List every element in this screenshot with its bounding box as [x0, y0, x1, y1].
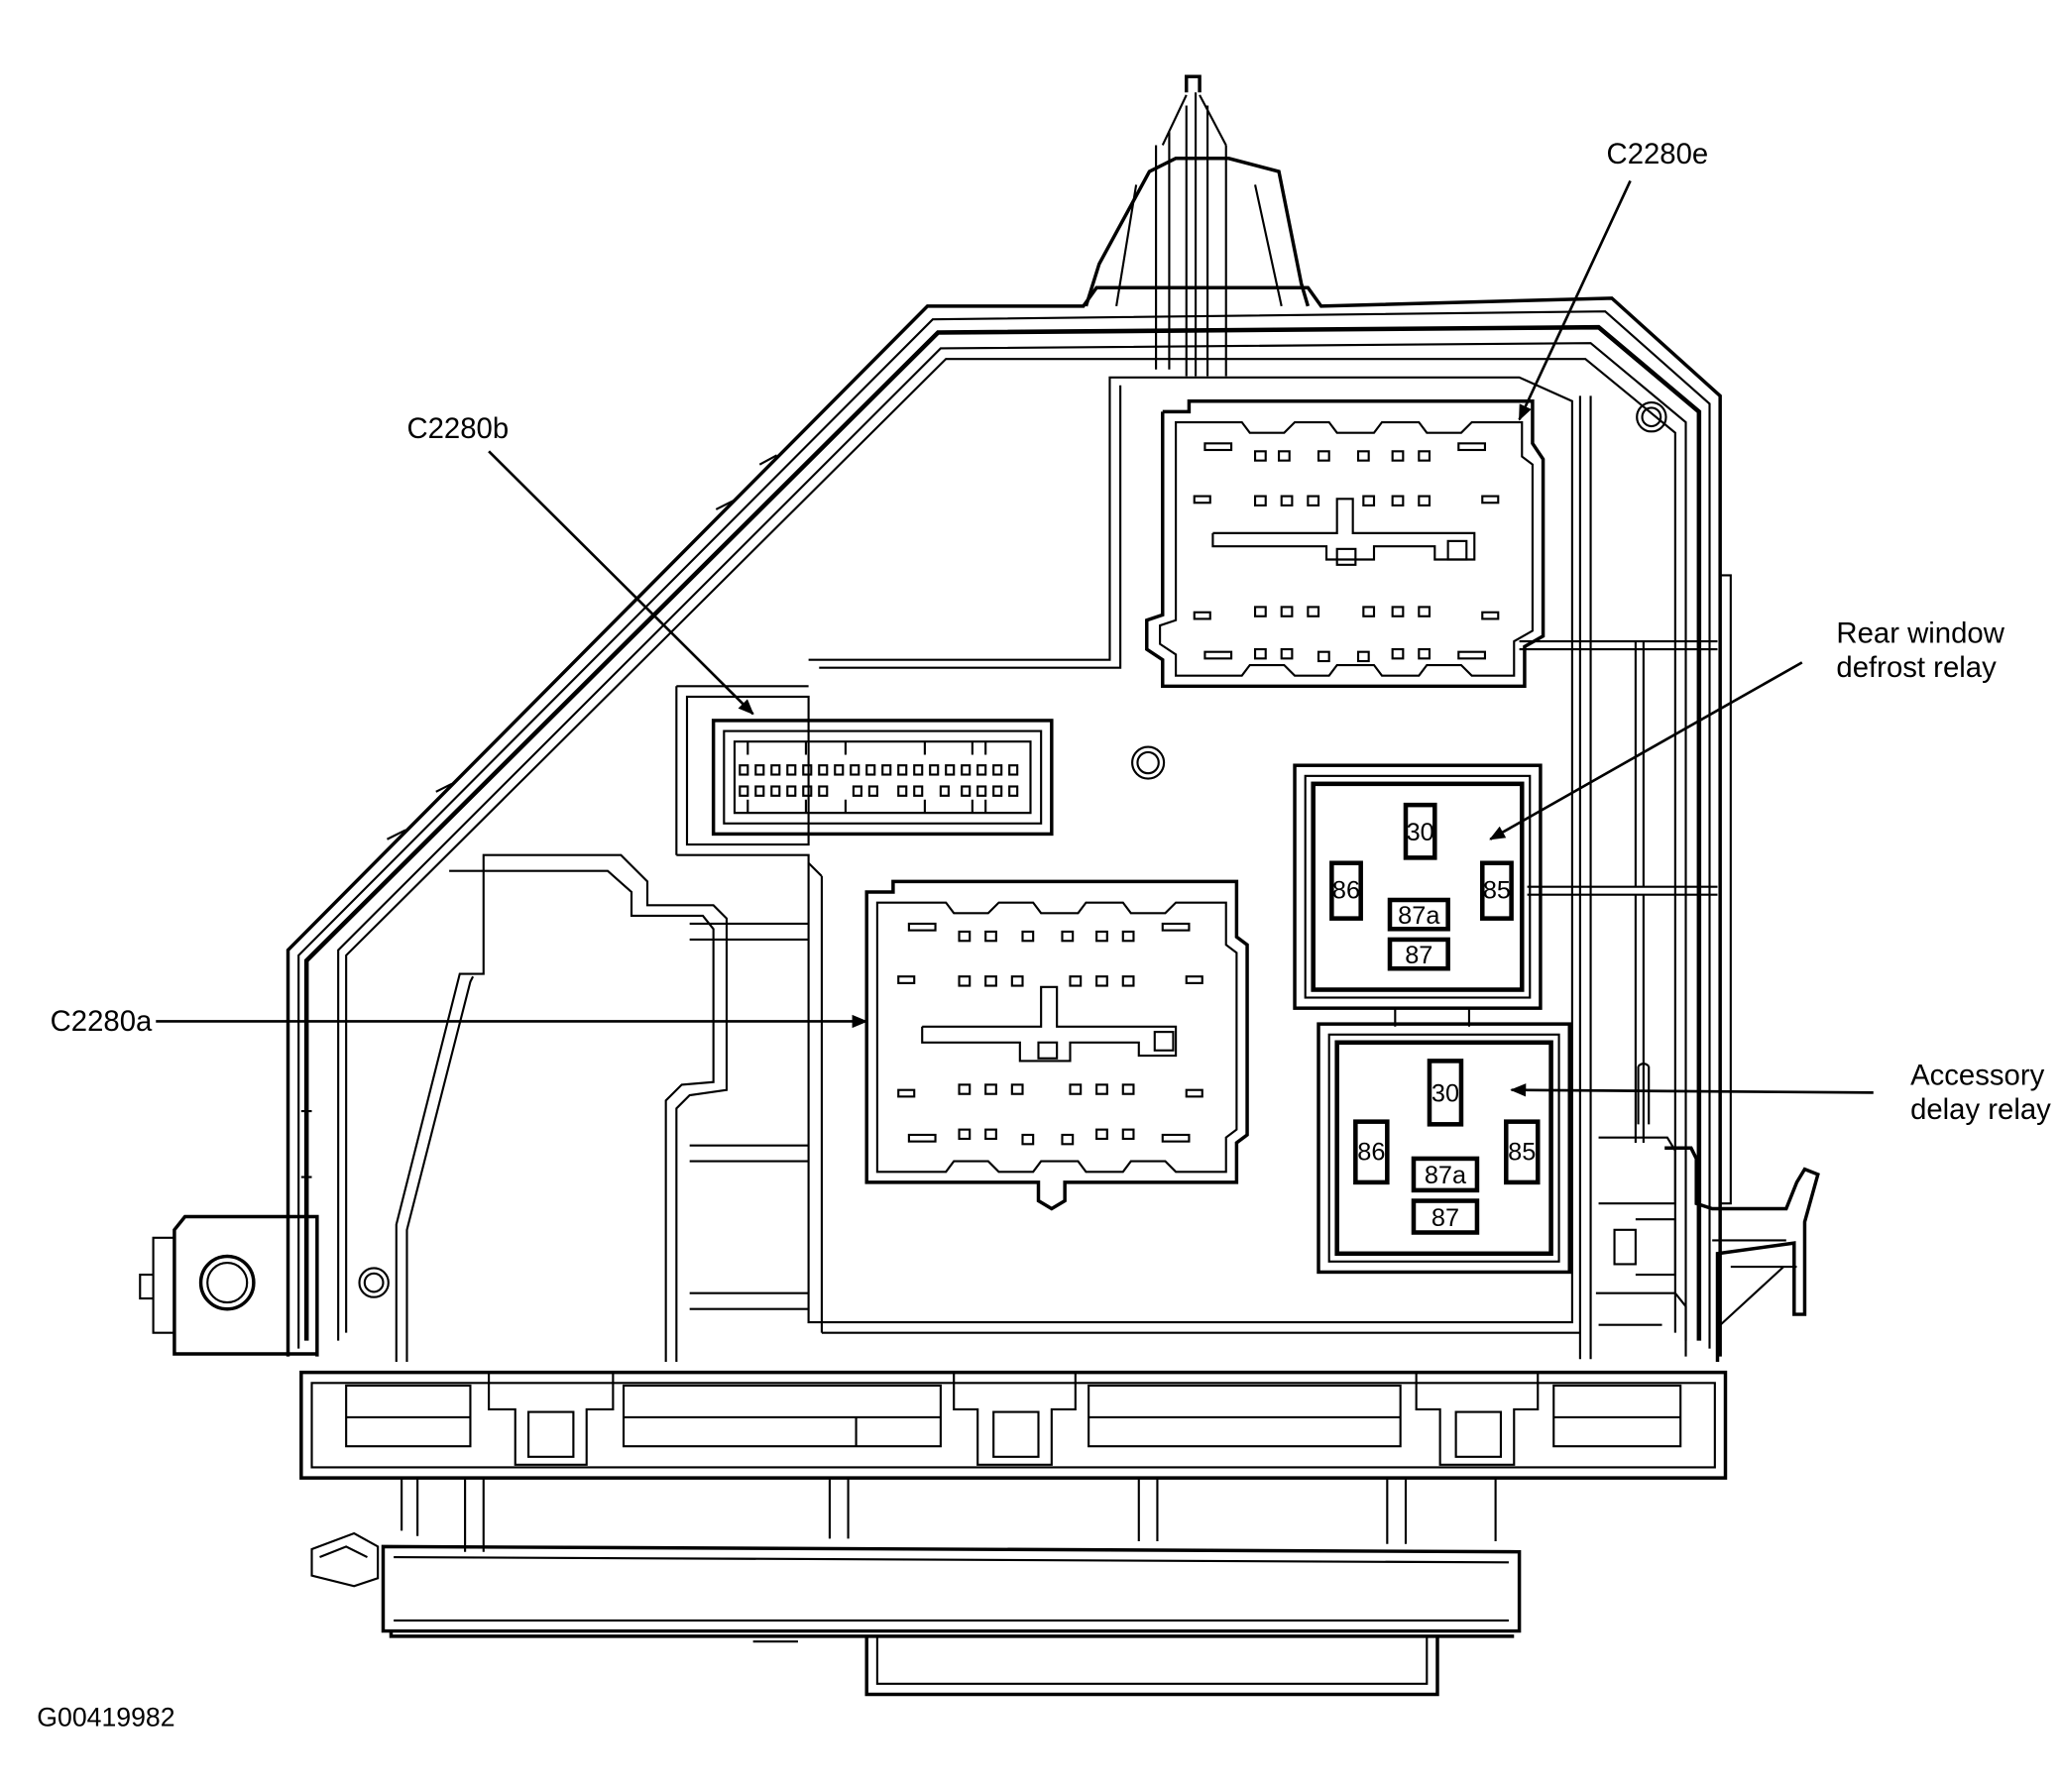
rear-pin-85: 85: [1483, 877, 1511, 905]
callout-arrows: [156, 179, 1874, 1097]
acc-pin-86: 86: [1357, 1138, 1385, 1166]
connector-c2280b: [711, 719, 1054, 837]
arrow-rear-window-defrost: [1489, 661, 1803, 840]
acc-pin-86-box: [1353, 1119, 1390, 1185]
label-accessory-line1: Accessory: [1910, 1059, 2045, 1091]
acc-pin-87a: 87a: [1425, 1162, 1467, 1189]
acc-pin-87: 87: [1431, 1204, 1459, 1232]
rear-pin-86-box: [1329, 860, 1363, 921]
acc-pin-30: 30: [1431, 1080, 1459, 1108]
rear-pin-87-box: [1387, 937, 1450, 971]
acc-pin-85-box: [1504, 1119, 1541, 1185]
arrow-accessory-delay: [1510, 1083, 1874, 1097]
acc-pin-85: 85: [1508, 1138, 1536, 1166]
rear-window-defrost-relay: 30 86 85 87a 87: [1293, 763, 1543, 1027]
label-rear-window-line2: defrost relay: [1836, 651, 1997, 684]
fuse-box-housing: [139, 74, 1820, 1697]
rear-pin-87a: 87a: [1398, 902, 1440, 930]
label-rear-window-line1: Rear window: [1836, 616, 2004, 649]
figure-id: G00419982: [37, 1702, 174, 1732]
label-c2280a: C2280a: [51, 1005, 153, 1038]
rear-pin-86: 86: [1332, 877, 1360, 905]
acc-pin-30-box: [1427, 1059, 1464, 1127]
rear-pin-30-box: [1403, 802, 1437, 860]
label-accessory-line2: delay relay: [1910, 1093, 2051, 1126]
rear-pin-30: 30: [1407, 819, 1434, 846]
connector-c2280a: [864, 879, 1249, 1211]
rear-pin-87: 87: [1405, 942, 1432, 969]
rear-pin-85-box: [1480, 860, 1514, 921]
rear-pin-87a-box: [1387, 897, 1450, 932]
accessory-delay-relay: 30 86 85 87a 87: [1317, 1022, 1571, 1275]
acc-pin-87-box: [1411, 1198, 1480, 1235]
arrow-c2280e: [1518, 179, 1632, 421]
label-c2280b: C2280b: [406, 412, 509, 445]
acc-pin-87a-box: [1411, 1156, 1480, 1193]
arrow-c2280b: [488, 450, 754, 716]
connector-c2280e: [1145, 399, 1546, 689]
label-c2280e: C2280e: [1607, 138, 1709, 170]
